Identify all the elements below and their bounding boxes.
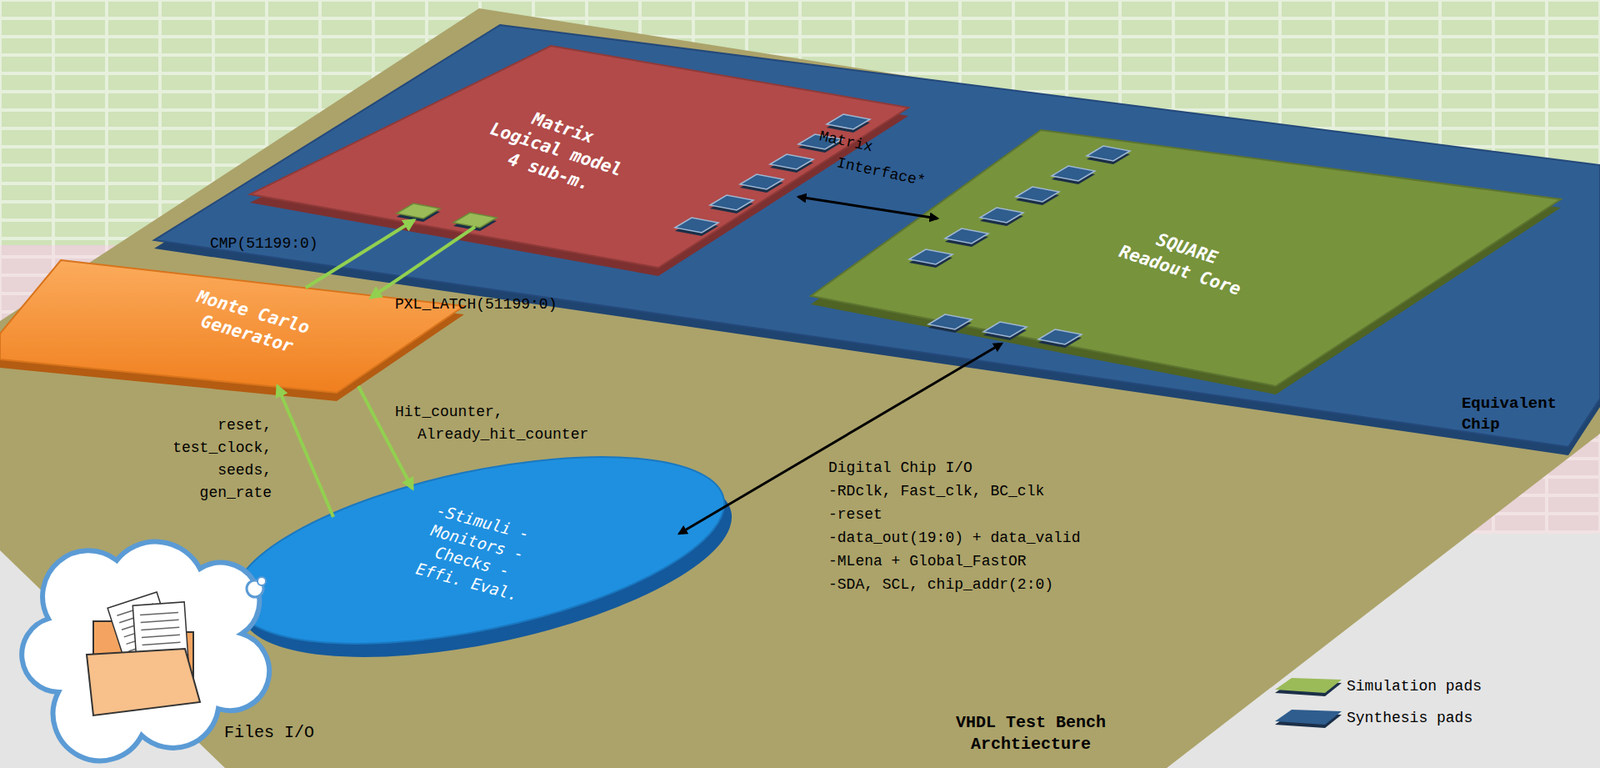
chip-board: Equivalent Chip Matrix Logical model 4 su… bbox=[154, 25, 1600, 450]
pad bbox=[710, 195, 754, 210]
signal-arrow bbox=[358, 385, 413, 489]
pad bbox=[1038, 329, 1082, 345]
signal-label: PXL_LATCH(51199:0) bbox=[395, 293, 557, 316]
node-text: Equivalent Chip bbox=[1461, 393, 1557, 435]
cloud-bubble bbox=[257, 576, 266, 585]
pad bbox=[740, 174, 784, 190]
paper-line bbox=[140, 611, 179, 615]
pad bbox=[1051, 165, 1095, 181]
pad bbox=[909, 249, 953, 265]
pad bbox=[396, 203, 440, 219]
signal-label: Hit_counter, Already_hit_counter bbox=[395, 400, 607, 446]
signal-label: Digital Chip I/O bbox=[828, 456, 973, 480]
paper-line bbox=[140, 626, 180, 630]
io-signal: -reset bbox=[828, 503, 883, 526]
pad bbox=[980, 207, 1024, 223]
ellipse bbox=[218, 420, 740, 680]
pad bbox=[826, 114, 870, 130]
plate bbox=[0, 8, 1600, 768]
matrix bbox=[250, 45, 909, 268]
signal-arrow bbox=[277, 385, 334, 517]
pad bbox=[928, 314, 972, 330]
legend-swatch-svg bbox=[1270, 704, 1346, 733]
chip bbox=[154, 25, 1600, 447]
testbench-ellipse: -Stimuli -Monitors -Checks -Effi. Eval. bbox=[229, 454, 738, 659]
paper-line bbox=[141, 634, 180, 637]
legend-swatch-svg bbox=[1270, 672, 1346, 701]
node-text: Files I/O bbox=[224, 721, 315, 744]
legend-text: Simulation pads bbox=[1346, 675, 1482, 698]
paper-line bbox=[140, 619, 180, 622]
pad bbox=[945, 228, 989, 244]
node-text: VHDL Test Bench Archtiecture bbox=[950, 711, 1111, 755]
io-signal: -RDclk, Fast_clk, BC_clk bbox=[828, 480, 1045, 503]
pad bbox=[1015, 186, 1060, 202]
signal-label: reset, test_clock, seeds, gen_rate bbox=[172, 414, 272, 505]
io-signal: -data_out(19:0) + data_valid bbox=[828, 526, 1080, 550]
pad bbox=[453, 212, 497, 228]
io-signal: -SDA, SCL, chip_addr(2:0) bbox=[828, 573, 1054, 596]
signal-arrow bbox=[370, 226, 475, 298]
folder-front bbox=[86, 648, 200, 715]
signal-arrow bbox=[798, 196, 938, 219]
pad bbox=[983, 321, 1027, 337]
matrix-block: Matrix Logical model 4 sub-m. bbox=[250, 45, 909, 268]
files-cloud: Files I/O bbox=[12, 533, 363, 759]
io-signal: -MLena + Global_FastOR bbox=[828, 550, 1027, 573]
signal-arrow bbox=[679, 343, 1002, 534]
signal-label: CMP(51199:0) bbox=[210, 232, 319, 255]
paper-line bbox=[142, 641, 181, 645]
legend-swatch bbox=[1275, 709, 1342, 725]
pad bbox=[1086, 145, 1130, 161]
legend-text: Synthesis pads bbox=[1346, 706, 1473, 730]
pad bbox=[675, 217, 719, 233]
legend-swatch bbox=[1275, 677, 1342, 693]
pad bbox=[770, 154, 814, 170]
